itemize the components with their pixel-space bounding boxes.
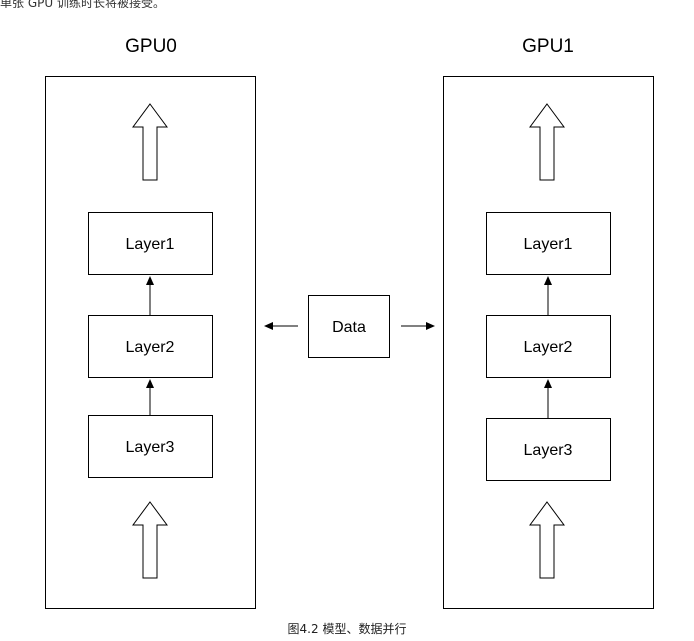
data-right-arrowhead bbox=[426, 322, 435, 330]
gpu1-layer1-box bbox=[486, 212, 611, 275]
gpu1-layer1-label: Layer1 bbox=[524, 236, 573, 253]
gpu0-layer2-label: Layer2 bbox=[126, 339, 175, 356]
gpu1-arrowhead-l2-l1 bbox=[544, 276, 552, 285]
gpu0-layer2-box bbox=[88, 315, 213, 378]
data-box bbox=[308, 295, 390, 358]
data-group: Data bbox=[264, 295, 435, 358]
figure-caption: 图4.2 模型、数据并行 bbox=[288, 621, 407, 636]
data-label: Data bbox=[332, 319, 366, 336]
gpu1-layer2-label: Layer2 bbox=[524, 339, 573, 356]
gpu0-layer3-label: Layer3 bbox=[126, 439, 175, 456]
gpu0-arrowhead-l2-l1 bbox=[146, 276, 154, 285]
gpu0-bottom-up-arrow bbox=[132, 501, 168, 579]
gpu1-layer3-box bbox=[486, 418, 611, 481]
gpu0-layer3-box bbox=[88, 415, 213, 478]
gpu0-panel: GPU0 Layer1 Layer2 Layer3 bbox=[45, 36, 256, 609]
gpu1-top-up-arrow bbox=[529, 103, 565, 181]
gpu0-title: GPU0 bbox=[125, 36, 177, 57]
gpu1-layer3-label: Layer3 bbox=[524, 442, 573, 459]
gpu1-layer2-box bbox=[486, 315, 611, 378]
data-left-arrowhead bbox=[264, 322, 273, 330]
gpu1-arrowhead-l3-l2 bbox=[544, 379, 552, 388]
gpu1-bottom-up-arrow bbox=[529, 501, 565, 579]
top-text-fragment: 单张 GPU 训练时长将被接受。 bbox=[0, 0, 165, 8]
gpu0-layer1-box bbox=[88, 212, 213, 275]
gpu1-panel: GPU1 Layer1 Layer2 Layer3 bbox=[443, 36, 654, 609]
gpu0-arrowhead-l3-l2 bbox=[146, 379, 154, 388]
gpu0-top-up-arrow bbox=[132, 103, 168, 181]
gpu1-title: GPU1 bbox=[522, 36, 574, 57]
gpu0-layer1-label: Layer1 bbox=[126, 236, 175, 253]
